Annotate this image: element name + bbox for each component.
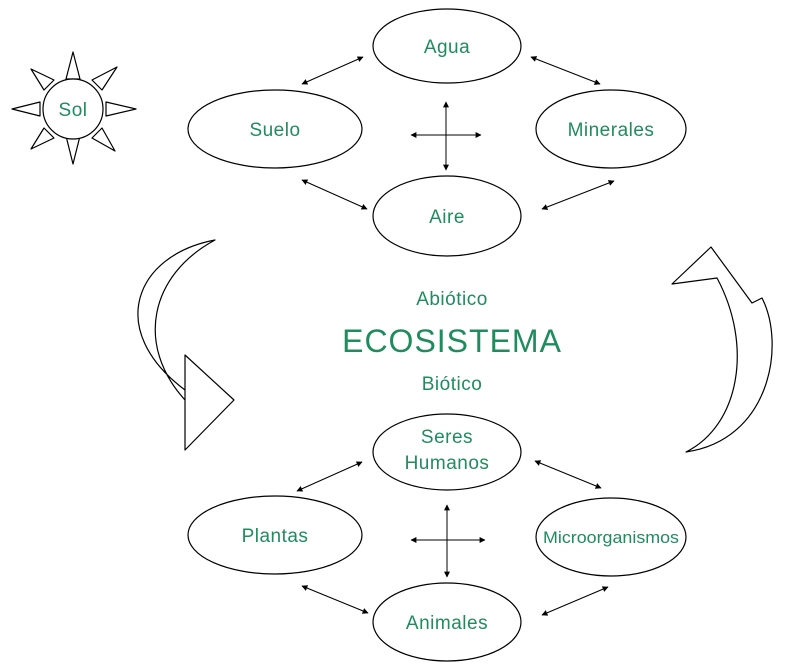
- sun-ray-w: [11, 101, 41, 117]
- node-seres-humanos: Seres Humanos: [372, 413, 522, 491]
- node-microorganismos-label: Microorganismos: [543, 528, 679, 547]
- node-aire-label: Aire: [429, 207, 465, 228]
- sun-ray-e: [105, 101, 137, 117]
- sun-ray-se: [91, 127, 116, 152]
- ecosistema-title: ECOSISTEMA: [342, 323, 562, 359]
- sun-disc: [42, 78, 104, 140]
- node-seres-humanos-line2: Humanos: [405, 453, 490, 474]
- node-suelo-label: Suelo: [249, 120, 300, 141]
- biotic-connectors: [296, 460, 609, 616]
- sun-icon: Sol: [11, 51, 137, 165]
- arrow-suelo-aire: [301, 179, 368, 210]
- curved-arrow-right: [671, 246, 773, 453]
- arrow-seres-plantas: [296, 461, 363, 492]
- node-animales-label: Animales: [406, 613, 488, 634]
- node-agua-label: Agua: [424, 37, 470, 58]
- node-plantas: Plantas: [187, 495, 363, 575]
- arrow-microorganismos-animales: [541, 586, 609, 616]
- sun-ray-s: [65, 135, 81, 165]
- sun-ray-nw: [30, 68, 55, 91]
- node-animales: Animales: [372, 582, 522, 662]
- node-minerales: Minerales: [535, 89, 687, 169]
- abiotic-connectors: [301, 56, 615, 210]
- arrow-seres-microorganismos: [534, 460, 602, 489]
- node-agua: Agua: [372, 8, 522, 84]
- arrow-agua-minerales: [530, 56, 601, 85]
- sun-ray-n: [65, 51, 81, 80]
- node-minerales-label: Minerales: [568, 120, 655, 141]
- node-suelo: Suelo: [187, 89, 363, 169]
- abiotico-label: Abiótico: [416, 289, 488, 310]
- arrow-agua-suelo: [301, 56, 364, 85]
- node-aire: Aire: [372, 175, 522, 257]
- node-plantas-label: Plantas: [242, 526, 309, 547]
- biotico-label: Biótico: [422, 374, 483, 395]
- curved-arrow-left: [137, 239, 235, 451]
- arrow-minerales-aire: [541, 180, 615, 210]
- arrow-plantas-animales: [301, 585, 369, 614]
- node-seres-humanos-line1: Seres: [421, 427, 473, 448]
- node-microorganismos: Microorganismos: [535, 497, 687, 577]
- sun-ray-ne: [91, 66, 118, 91]
- sun-ray-sw: [30, 127, 55, 150]
- sun-label: Sol: [59, 100, 88, 121]
